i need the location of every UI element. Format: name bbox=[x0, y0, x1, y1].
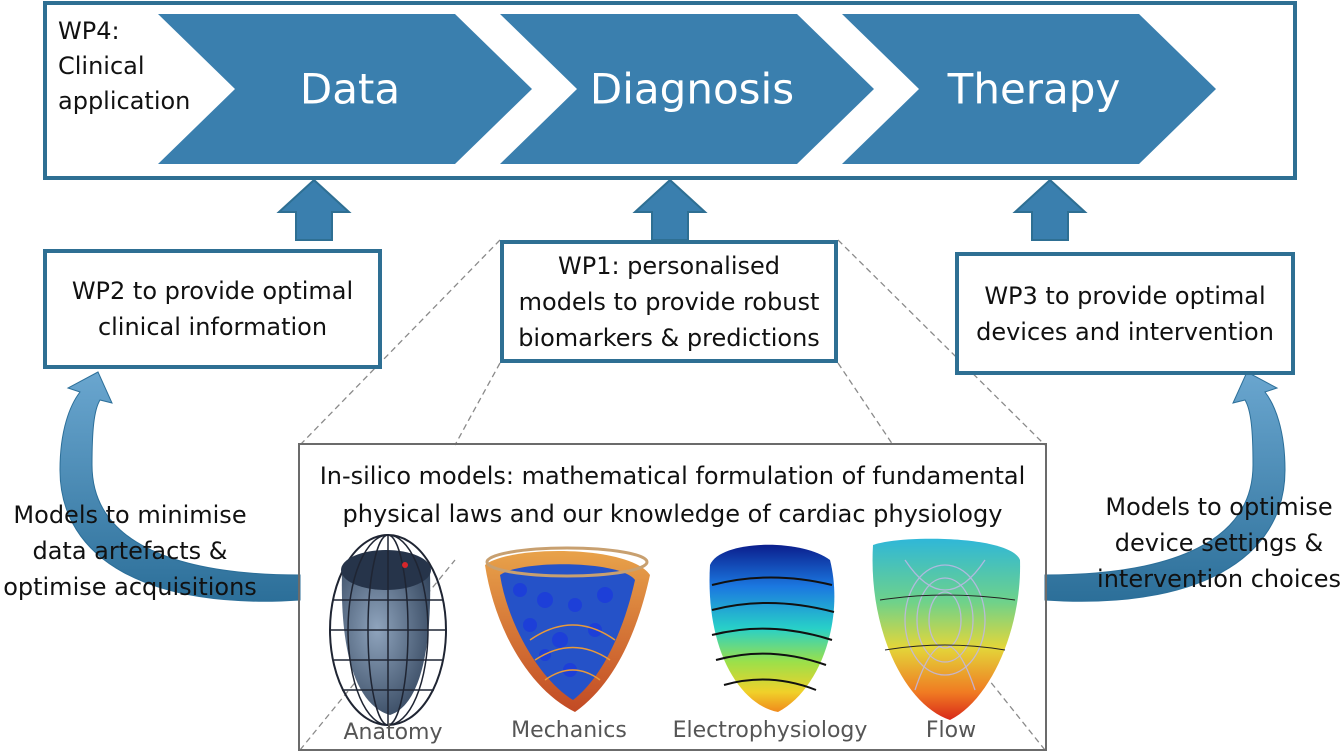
model-label-flow: Flow bbox=[925, 718, 977, 743]
left-loop-line1: Models to minimise bbox=[13, 501, 247, 529]
wp1-line2: models to provide robust bbox=[518, 287, 820, 316]
wp4-label: WP4: Clinical application bbox=[58, 14, 190, 119]
left-loop-text: Models to minimise data artefacts & opti… bbox=[0, 497, 260, 605]
wp3-line2: devices and intervention bbox=[976, 317, 1274, 346]
flow-heart-image bbox=[872, 538, 1021, 720]
model-label-mechanics: Mechanics bbox=[511, 718, 627, 743]
wp4-label-line2: Clinical bbox=[58, 52, 145, 80]
wp1-line1: WP1: personalised bbox=[557, 251, 780, 280]
chevron-data bbox=[158, 14, 532, 164]
mechanics-heart-image bbox=[485, 546, 650, 712]
insilico-models-box: In-silico models: mathematical formulati… bbox=[298, 443, 1047, 751]
wp1-line3: biomarkers & predictions bbox=[518, 323, 820, 352]
wp4-label-line1: WP4: bbox=[58, 17, 120, 45]
wp3-box: WP3 to provide optimal devices and inter… bbox=[955, 252, 1295, 375]
stage-diagnosis-label: Diagnosis bbox=[589, 64, 795, 114]
left-loop-line2: data artefacts & bbox=[32, 537, 228, 565]
stage-data-label: Data bbox=[299, 64, 401, 114]
wp4-label-line3: application bbox=[58, 87, 191, 115]
chevron-therapy bbox=[842, 14, 1216, 164]
up-arrow-therapy bbox=[1012, 178, 1088, 241]
insilico-title: In-silico models: mathematical formulati… bbox=[300, 457, 1045, 533]
right-loop-line2: device settings & bbox=[1114, 529, 1324, 557]
wp3-line1: WP3 to provide optimal bbox=[984, 281, 1266, 310]
up-arrow-diagnosis bbox=[632, 178, 708, 241]
right-loop-line1: Models to optimise bbox=[1105, 493, 1333, 521]
model-label-electrophysiology: Electrophysiology bbox=[672, 718, 868, 743]
left-loop-line3: optimise acquisitions bbox=[3, 573, 257, 601]
right-loop-text: Models to optimise device settings & int… bbox=[1094, 489, 1344, 597]
right-loop-line3: intervention choices bbox=[1097, 565, 1341, 593]
up-arrow-data bbox=[276, 178, 352, 241]
insilico-title-line1: In-silico models: mathematical formulati… bbox=[319, 462, 1026, 490]
insilico-title-line2: physical laws and our knowledge of cardi… bbox=[342, 500, 1003, 528]
wp2-box: WP2 to provide optimal clinical informat… bbox=[43, 249, 382, 369]
wp2-line1: WP2 to provide optimal bbox=[71, 277, 354, 305]
wp2-line2: clinical information bbox=[97, 313, 328, 341]
anatomy-heart-image bbox=[329, 534, 447, 726]
wp1-box: WP1: personalised models to provide robu… bbox=[500, 240, 838, 363]
chevron-diagnosis bbox=[500, 14, 874, 164]
stage-therapy-label: Therapy bbox=[947, 64, 1121, 114]
left-loop-arrow bbox=[59, 371, 301, 602]
model-label-anatomy: Anatomy bbox=[343, 720, 443, 745]
electrophysiology-heart-image bbox=[709, 544, 835, 712]
right-loop-arrow bbox=[1044, 371, 1286, 602]
